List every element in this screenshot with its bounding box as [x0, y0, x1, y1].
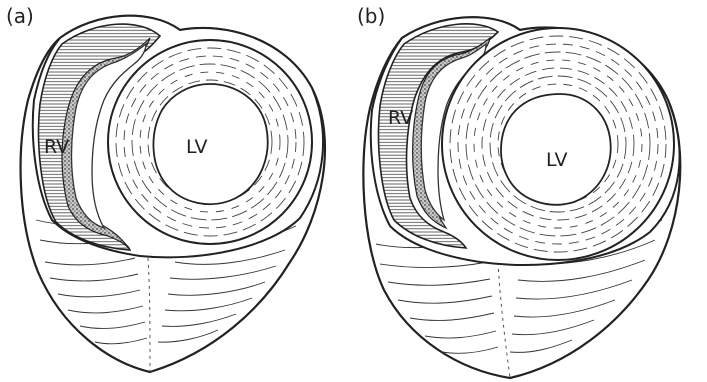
panel-b-lv-label: LV — [546, 149, 568, 171]
panel-a-rv-label: RV — [44, 136, 69, 158]
panel-a-lv-label: LV — [186, 136, 208, 158]
panel-a-heart: RV LV — [21, 16, 325, 372]
panel-a-lv-cavity — [153, 84, 267, 204]
panel-b-heart: RV LV — [363, 17, 680, 378]
panel-b-rv-label: RV — [388, 107, 413, 129]
